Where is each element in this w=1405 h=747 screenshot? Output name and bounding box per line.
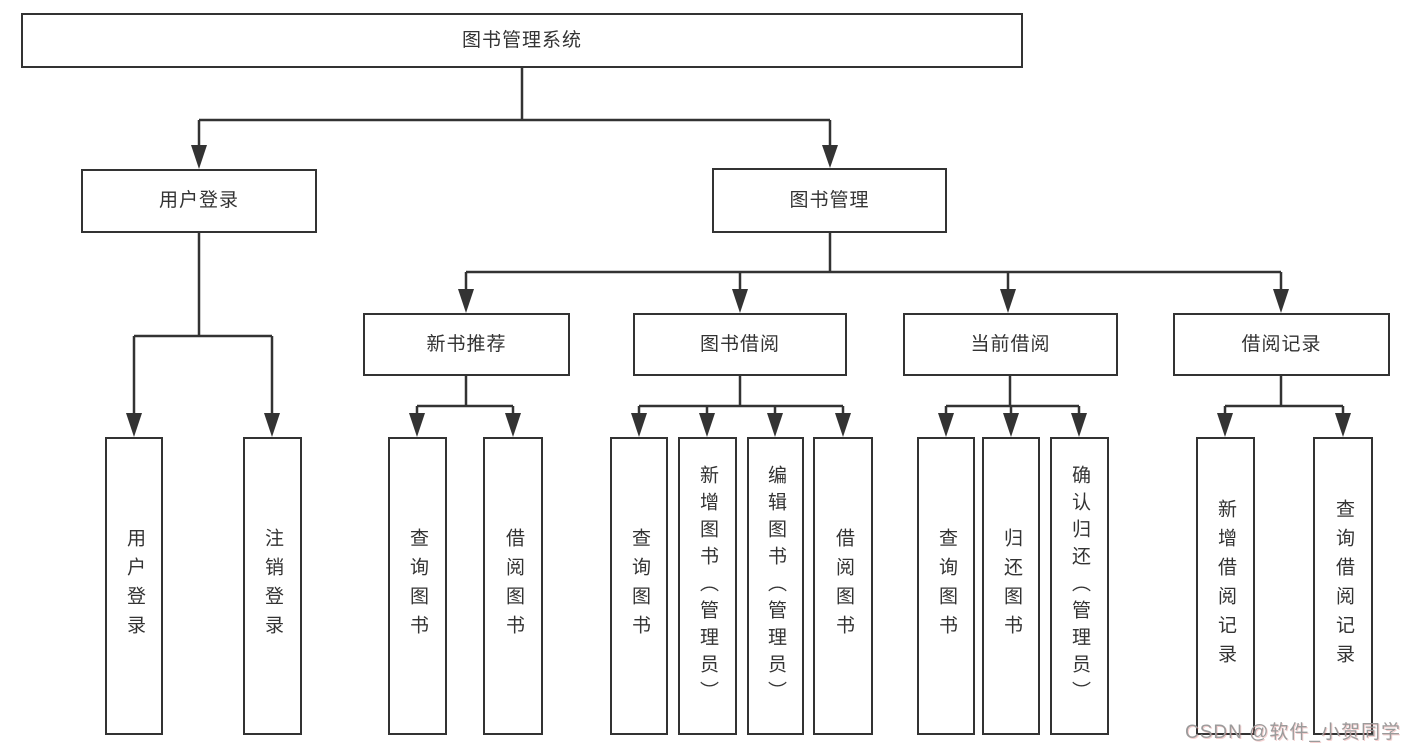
- node-borrow-records: 借阅记录: [1173, 313, 1390, 376]
- node-user-login: 用户登录: [81, 169, 317, 233]
- leaf-edit-book-admin: 编辑图书（管理员）: [747, 437, 804, 735]
- leaf-borrow-book-2: 借阅图书: [813, 437, 873, 735]
- leaf-query-book-3: 查询图书: [917, 437, 975, 735]
- leaf-query-book-2: 查询图书: [610, 437, 668, 735]
- node-book-management: 图书管理: [712, 168, 947, 233]
- leaf-user-login: 用户登录: [105, 437, 163, 735]
- leaf-confirm-return-admin: 确认归还（管理员）: [1050, 437, 1109, 735]
- node-book-borrow: 图书借阅: [633, 313, 847, 376]
- leaf-add-book-admin: 新增图书（管理员）: [678, 437, 737, 735]
- leaf-borrow-book-1: 借阅图书: [483, 437, 543, 735]
- leaf-logout: 注销登录: [243, 437, 302, 735]
- leaf-return-book: 归还图书: [982, 437, 1040, 735]
- leaf-query-book-1: 查询图书: [388, 437, 447, 735]
- csdn-watermark: CSDN @软件_小贺同学: [1185, 722, 1401, 743]
- node-root-system: 图书管理系统: [21, 13, 1023, 68]
- node-new-book-recommend: 新书推荐: [363, 313, 570, 376]
- leaf-query-borrow-record: 查询借阅记录: [1313, 437, 1373, 735]
- node-current-borrow: 当前借阅: [903, 313, 1118, 376]
- leaf-add-borrow-record: 新增借阅记录: [1196, 437, 1255, 735]
